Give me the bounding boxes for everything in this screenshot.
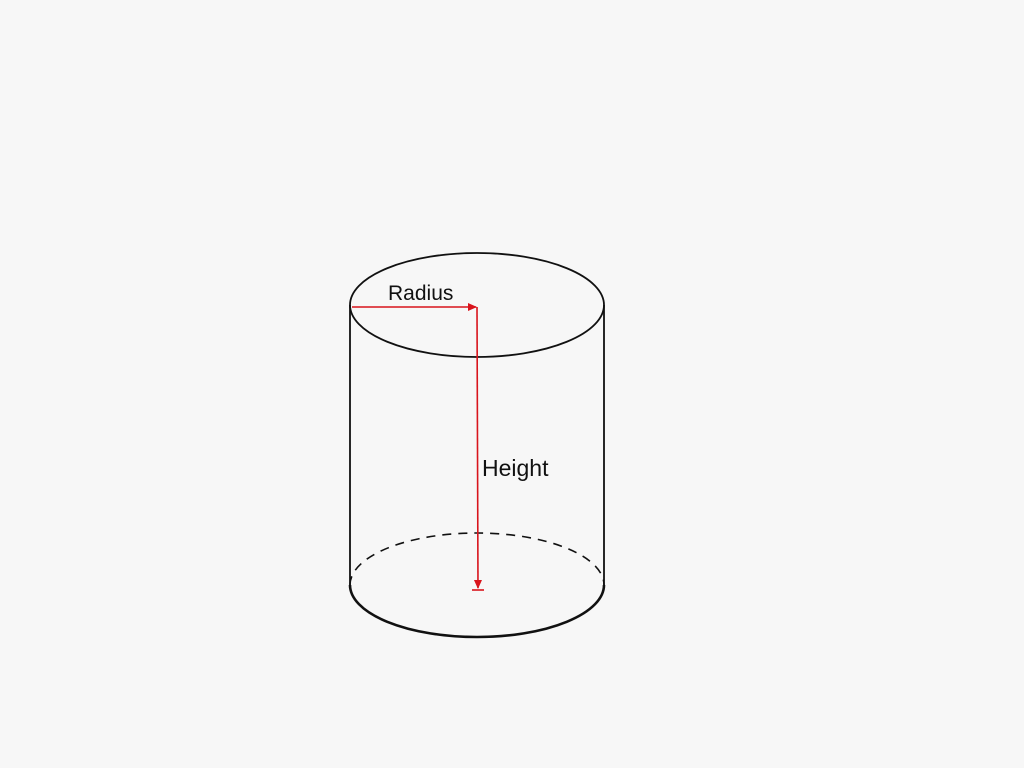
height-arrow — [473, 306, 482, 589]
height-label: Height — [482, 455, 549, 481]
cylinder-bottom-front — [348, 584, 606, 639]
cylinder-bottom-back-dashed — [349, 532, 605, 586]
radius-label: Radius — [388, 282, 453, 305]
